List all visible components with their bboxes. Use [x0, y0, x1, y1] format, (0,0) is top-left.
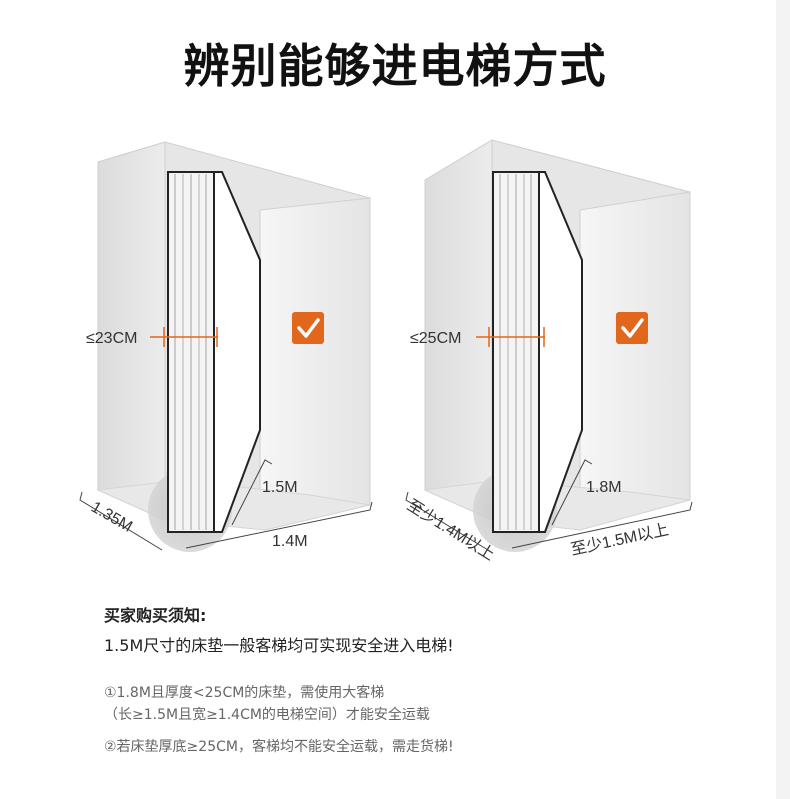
right-elevator	[405, 139, 693, 552]
page-title: 辨别能够进电梯方式	[183, 39, 607, 93]
check-icon	[292, 312, 324, 344]
left-height-label: 1.5M	[262, 479, 298, 496]
notes-item-1-line-2: （长≥1.5M且宽≥1.4CM的电梯空间）才能安全运载	[104, 707, 430, 723]
buyer-notes: 买家购买须知: 1.5M尺寸的床垫一般客梯均可实现安全进入电梯! ①1.8M且厚…	[104, 602, 664, 756]
right-edge-strip	[776, 0, 790, 799]
notes-line-1: 1.5M尺寸的床垫一般客梯均可实现安全进入电梯!	[104, 636, 454, 655]
right-thickness-label: ≤25CM	[410, 330, 461, 347]
left-elevator	[79, 141, 373, 552]
check-icon	[616, 312, 648, 344]
notes-item-2: ②若床垫厚底≥25CM，客梯均不能安全运载，需走货梯!	[104, 739, 454, 755]
notes-heading: 买家购买须知:	[104, 606, 207, 625]
left-width-label: 1.4M	[272, 533, 308, 550]
right-height-label: 1.8M	[586, 479, 622, 496]
left-thickness-label: ≤23CM	[86, 330, 137, 347]
left-depth-label: 1.35M	[88, 499, 135, 536]
elevator-diagram: ≤23CM 1.5M 1.4M 1.35M ≤25CM 1.8M 至少1.5M以…	[79, 139, 693, 564]
notes-item-1-line-1: ①1.8M且厚度<25CM的床垫，需使用大客梯	[104, 685, 385, 701]
